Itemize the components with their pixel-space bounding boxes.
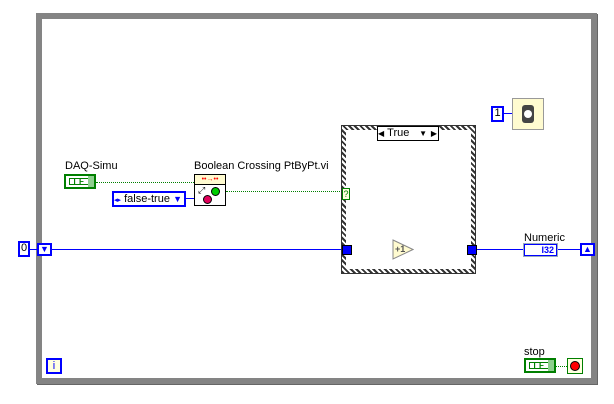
loop-condition-terminal[interactable] (567, 358, 583, 374)
stop-label: stop (524, 346, 545, 358)
increment-icon[interactable] (392, 239, 414, 260)
dropdown-icon[interactable]: ▼ (173, 194, 182, 204)
daq-terminal[interactable]: TF (64, 174, 96, 189)
boolean-wire (96, 182, 194, 183)
wire (30, 249, 38, 250)
daq-label: DAQ-Simu (65, 160, 118, 172)
increment-label: +1 (395, 244, 406, 254)
input-tunnel[interactable] (342, 245, 352, 255)
arrow-icon: ••→•• (195, 175, 225, 185)
wait-constant[interactable]: 1 (491, 106, 504, 122)
diagonal-arrow-icon: ⤢ (198, 185, 206, 195)
green-led-icon (211, 187, 220, 196)
wire (186, 198, 195, 199)
shift-register-left[interactable]: ▼ (37, 243, 52, 256)
subvi-label: Boolean Crossing PtByPt.vi (194, 160, 329, 172)
wire (51, 249, 343, 250)
output-tunnel[interactable] (467, 245, 477, 255)
boolean-wire (556, 366, 567, 367)
numeric-indicator[interactable]: I32 (523, 243, 558, 257)
wait-ms-function[interactable] (512, 98, 544, 130)
shift-register-right[interactable]: ▲ (580, 243, 595, 256)
stop-terminal[interactable]: TF (524, 358, 556, 373)
next-case-icon[interactable]: ▶ (430, 129, 437, 138)
case-selector[interactable]: ◀True▼▶ (377, 126, 439, 141)
case-selector-terminal[interactable]: ? (342, 188, 350, 200)
init-constant[interactable]: 0 (18, 241, 30, 257)
enum-constant[interactable]: ◂▸ false-true▼ (112, 191, 186, 207)
stop-icon (570, 361, 580, 371)
red-led-icon (203, 195, 212, 204)
dropdown-icon[interactable]: ▼ (419, 129, 427, 138)
prev-case-icon[interactable]: ◀ (378, 129, 385, 138)
watch-icon (522, 105, 534, 123)
iteration-terminal[interactable]: i (46, 358, 62, 374)
boolean-wire (226, 191, 342, 192)
boolean-crossing-subvi[interactable]: ••→•• ⤢ (194, 174, 226, 206)
numeric-label: Numeric (524, 232, 565, 244)
wire (503, 113, 513, 114)
while-loop[interactable] (36, 13, 597, 384)
